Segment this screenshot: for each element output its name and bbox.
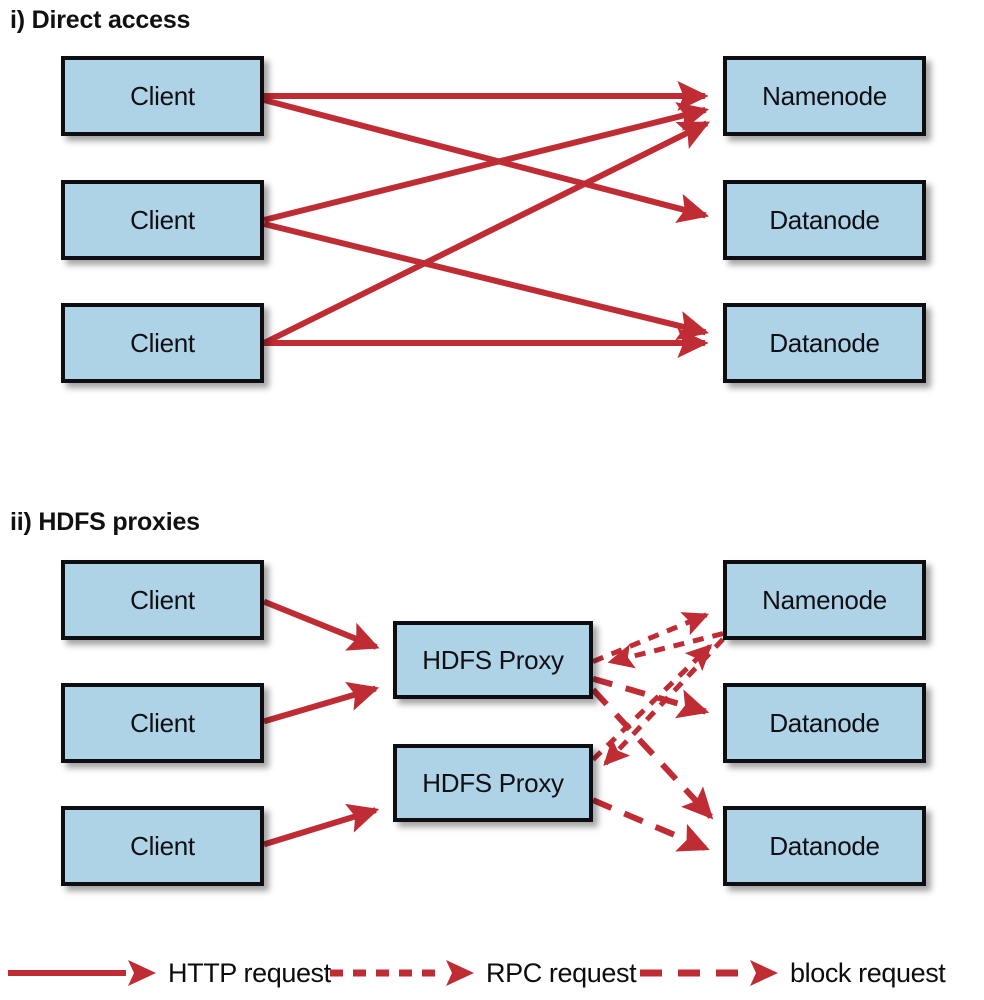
node-label: Namenode: [762, 584, 887, 615]
node-ii-datanode-1: Datanode: [723, 683, 926, 763]
node-i-client-3: Client: [61, 303, 264, 383]
edge-i-client-2-to-i-namenode: [263, 102, 710, 223]
legend-item-http: HTTP request: [8, 946, 331, 1000]
node-label: Client: [130, 707, 195, 738]
node-ii-client-2: Client: [61, 683, 264, 763]
node-label: Datanode: [769, 830, 880, 861]
edge-ii-proxy-1-to-ii-datanode-1: [592, 675, 710, 719]
node-label: Datanode: [769, 707, 880, 738]
edge-ii-proxy-2-to-ii-namenode: [591, 644, 713, 762]
node-label: Datanode: [769, 204, 880, 235]
node-i-datanode-2: Datanode: [723, 303, 926, 383]
node-label: Datanode: [769, 327, 880, 358]
node-ii-client-3: Client: [61, 806, 264, 886]
node-label: Client: [130, 830, 195, 861]
node-i-datanode-1: Datanode: [723, 180, 926, 260]
legend-line-block-icon: [640, 960, 778, 986]
edge-ii-client-3-to-ii-proxy-2: [263, 803, 380, 848]
legend-line-rpc-icon: [330, 960, 474, 986]
legend-arrowhead-icon: [750, 960, 778, 986]
edge-ii-namenode-to-ii-proxy-1: [607, 631, 724, 669]
node-i-client-1: Client: [61, 56, 264, 136]
node-label: Namenode: [762, 80, 887, 111]
legend-arrowhead-icon: [128, 960, 156, 986]
node-i-client-2: Client: [61, 180, 264, 260]
node-ii-proxy-1: HDFS Proxy: [393, 621, 593, 699]
node-label: Client: [130, 204, 195, 235]
section-title-hdfs-proxies: ii) HDFS proxies: [10, 508, 200, 536]
edge-ii-namenode-to-ii-proxy-2: [603, 637, 725, 766]
node-label: HDFS Proxy: [422, 767, 564, 798]
legend-label-rpc: RPC request: [486, 957, 637, 988]
node-label: HDFS Proxy: [422, 644, 564, 675]
edge-ii-proxy-1-to-ii-datanode-2: [590, 687, 714, 820]
edge-ii-client-1-to-ii-proxy-1: [262, 598, 380, 651]
node-label: Client: [130, 584, 195, 615]
node-label: Client: [130, 327, 195, 358]
legend-label-http: HTTP request: [168, 957, 331, 988]
legend-label-block: block request: [790, 957, 946, 988]
legend-line-http-icon: [8, 960, 156, 986]
node-label: Client: [130, 80, 195, 111]
edge-ii-proxy-2-to-ii-datanode-2: [591, 797, 710, 852]
edge-ii-client-2-to-ii-proxy-1: [263, 681, 380, 725]
node-ii-proxy-2: HDFS Proxy: [393, 744, 593, 822]
edge-i-client-3-to-i-namenode: [262, 120, 711, 346]
node-ii-namenode: Namenode: [723, 560, 926, 640]
edge-ii-proxy-1-to-ii-namenode: [592, 612, 710, 664]
legend-item-rpc: RPC request: [330, 946, 637, 1000]
node-ii-datanode-2: Datanode: [723, 806, 926, 886]
edge-i-client-1-to-i-datanode-1: [263, 97, 710, 223]
legend-item-block: block request: [640, 946, 946, 1000]
node-ii-client-1: Client: [61, 560, 264, 640]
edge-i-client-2-to-i-datanode-2: [263, 221, 710, 341]
node-i-namenode: Namenode: [723, 56, 926, 136]
section-title-direct-access: i) Direct access: [10, 6, 191, 34]
legend-arrowhead-icon: [446, 960, 474, 986]
legend: HTTP request RPC request block request: [0, 946, 984, 1000]
